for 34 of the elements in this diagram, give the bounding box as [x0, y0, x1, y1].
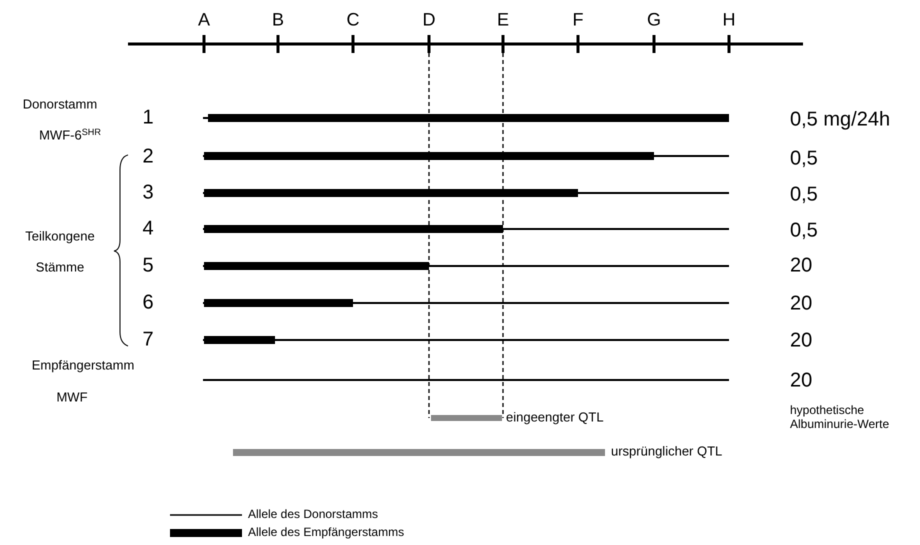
marker-label: G — [647, 10, 661, 30]
marker-label: E — [497, 10, 509, 30]
row-number: 6 — [142, 292, 154, 314]
strain-label: Teilkongene — [25, 230, 95, 244]
qtl-label: ursprünglicher QTL — [611, 444, 722, 460]
row-number: 3 — [142, 182, 154, 204]
marker-label: F — [572, 10, 584, 30]
marker-label: A — [198, 10, 210, 30]
legend-text: Allele des Donorstamms — [248, 508, 378, 522]
albuminuria-value: 0,5 — [790, 148, 818, 170]
row-number: 2 — [142, 146, 154, 168]
marker-label: H — [722, 10, 736, 30]
albuminuria-value: 0,5 — [790, 184, 818, 206]
legend-text: Allele des Empfängerstamms — [248, 526, 404, 540]
row-number: 4 — [142, 218, 154, 240]
strain-label: MWF — [56, 390, 88, 406]
marker-label: B — [272, 10, 284, 30]
albuminuria-value: 20 — [790, 292, 812, 316]
albuminuria-value: 20 — [790, 370, 812, 392]
albuminuria-value: 20 — [790, 330, 812, 352]
marker-label: D — [422, 10, 436, 30]
qtl-label: eingeengter QTL — [506, 410, 604, 426]
albuminuria-value: 0,5 — [790, 220, 818, 242]
row-number: 7 — [142, 328, 154, 352]
albuminuria-value: 0,5 mg/24h — [790, 108, 890, 132]
axis-caption: hypothetische Albuminurie-Werte — [790, 404, 890, 432]
strain-label: Stämme — [36, 260, 84, 276]
row-number: 1 — [142, 106, 154, 130]
albuminuria-value: 20 — [790, 254, 812, 278]
strain-label: Donorstamm — [22, 98, 98, 112]
strain-label: Empfängerstamm — [32, 358, 134, 374]
marker-label: C — [346, 10, 360, 30]
row-number: 5 — [142, 254, 154, 278]
strain-label: MWF-6$^{SHR}$ — [39, 128, 101, 144]
